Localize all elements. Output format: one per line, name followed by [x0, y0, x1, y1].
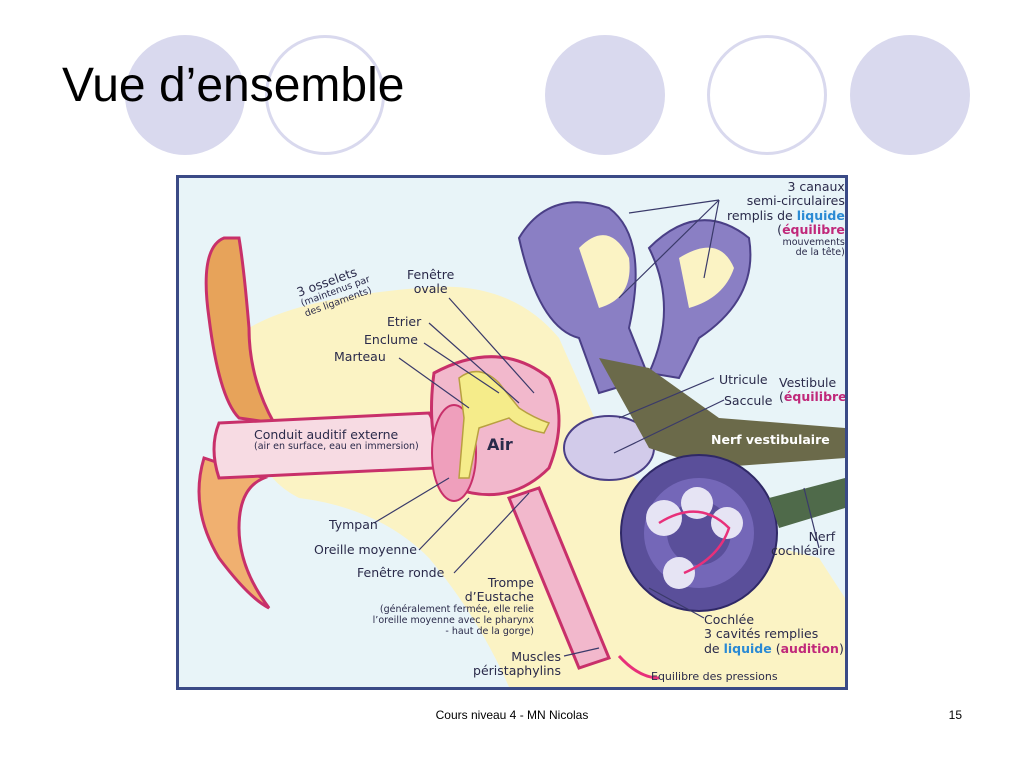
decor-circle: [125, 35, 245, 155]
canaux-label: 3 canaux semi-circulaires remplis de liq…: [727, 179, 845, 259]
ear-lobe: [197, 456, 271, 610]
ear-illustration: [197, 199, 845, 687]
air-label: Air: [487, 435, 513, 454]
fenetre-ovale-label: Fenêtre ovale: [407, 267, 455, 297]
nerf-cochleaire-label: Nerf cochléaire: [771, 529, 836, 559]
fenetre-ronde-label: Fenêtre ronde: [357, 565, 445, 580]
saccule-label: Saccule: [724, 393, 773, 408]
etrier-label: Etrier: [387, 314, 422, 329]
equilibre-pressions-label: Equilibre des pressions: [651, 670, 778, 683]
pressure-arrow: [617, 654, 660, 680]
decor-circle: [707, 35, 827, 155]
ear-anatomy-diagram: 3 canaux semi-circulaires remplis de liq…: [176, 175, 848, 690]
muscles-label: Muscles péristaphylins: [473, 649, 561, 679]
eustachian-tube: [507, 486, 611, 670]
utricule-label: Utricule: [719, 372, 768, 387]
oreille-moyenne-label: Oreille moyenne: [314, 542, 417, 557]
decor-circle: [545, 35, 665, 155]
cochlear-nerve: [769, 478, 845, 528]
cochlee-label: Cochlée 3 cavités remplies de liquide (a…: [704, 612, 844, 656]
nerf-vestibulaire-label: Nerf vestibulaire: [711, 432, 830, 447]
page-number: 15: [948, 708, 962, 722]
marteau-label: Marteau: [334, 349, 386, 364]
vestibular-nerve: [599, 358, 845, 468]
tympan-label: Tympan: [329, 517, 378, 532]
decor-circle: [850, 35, 970, 155]
vestibule-label: Vestibule (équilibre): [779, 375, 847, 405]
enclume-label: Enclume: [364, 332, 418, 347]
decor-circle: [265, 35, 385, 155]
trompe-label: Trompe d’Eustache (généralement fermée, …: [372, 575, 534, 637]
slide-footer: Cours niveau 4 - MN Nicolas: [435, 708, 589, 722]
slide-title: Vue d’ensemble: [62, 59, 405, 112]
conduit-label: Conduit auditif externe (air en surface,…: [254, 427, 419, 453]
